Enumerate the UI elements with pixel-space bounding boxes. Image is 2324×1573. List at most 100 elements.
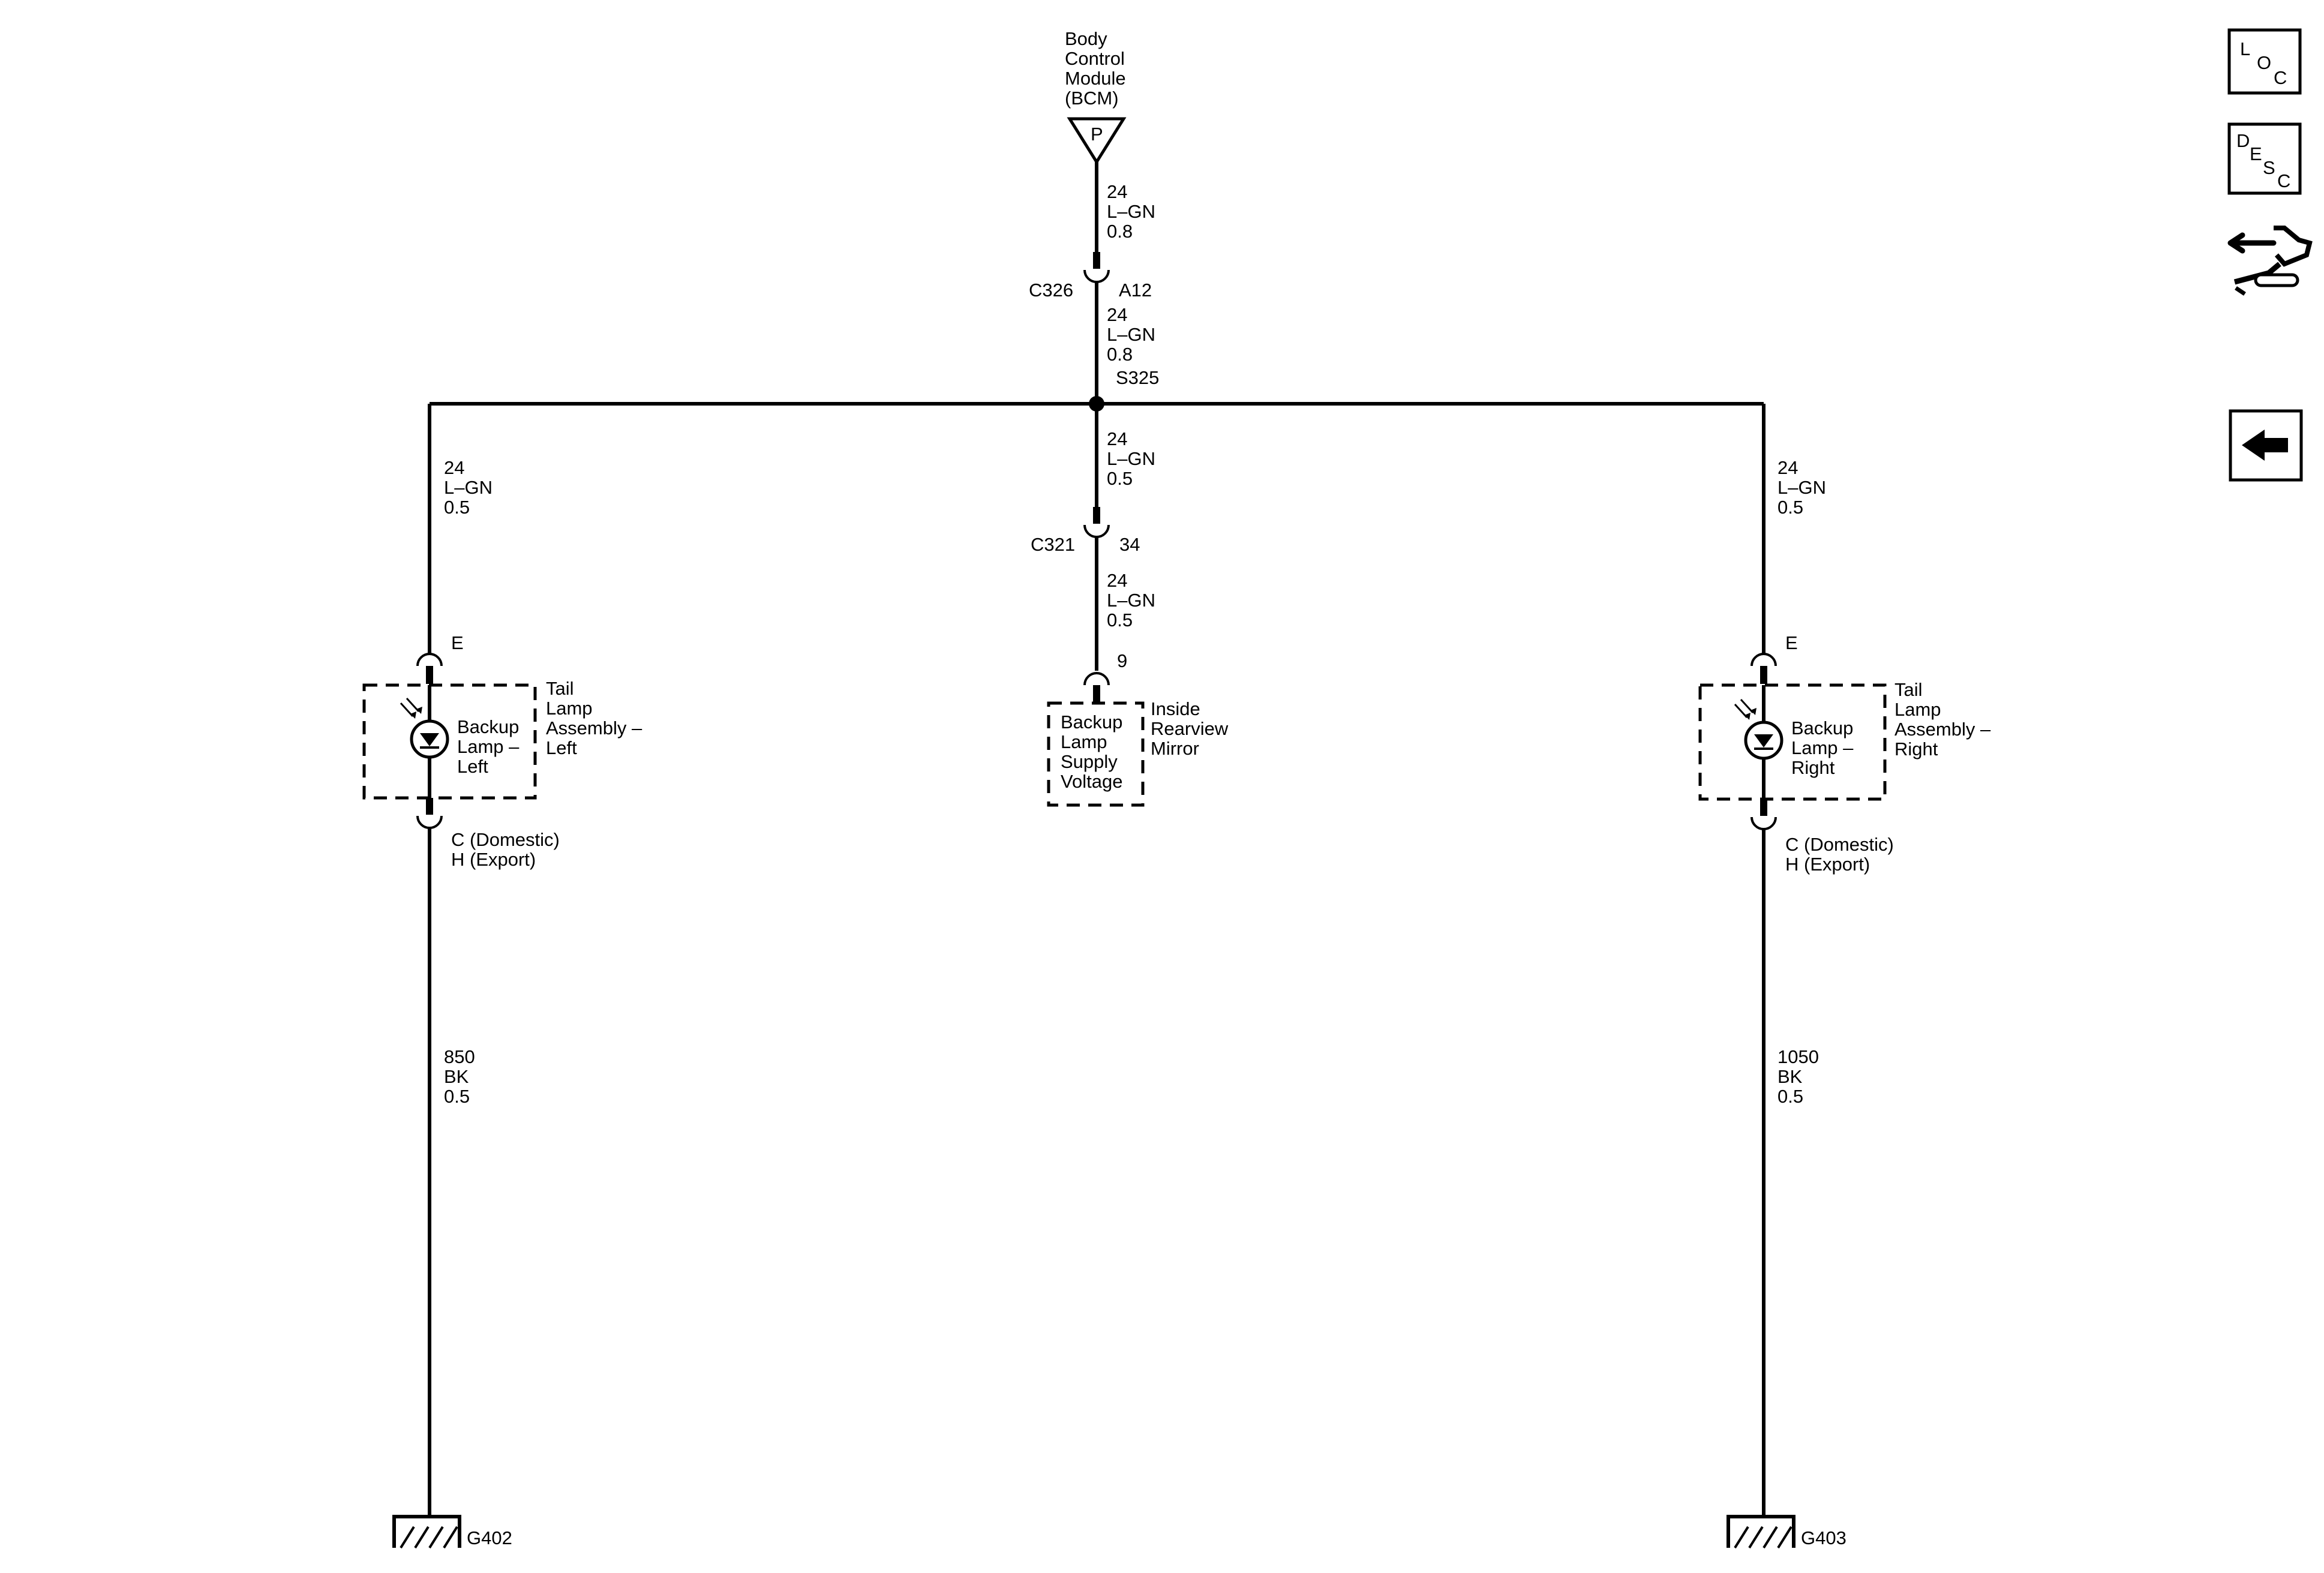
left-lamp-pin-in: E [451,632,464,653]
ground-left-wire-color: BK [444,1066,469,1087]
back-arrow-icon [2242,430,2288,461]
mirror-inner-line4: Voltage [1061,771,1122,792]
left-lamp-inner-line1: Backup [457,716,519,737]
left-lamp-pin-c-cup [416,815,443,829]
location-button[interactable]: L O C [2227,28,2302,95]
tail-lamp-assembly-left: E Backup Lamp – Left Tail Lamp Assembly … [362,632,642,870]
wire-center2-label: 24 L–GN 0.5 [1107,570,1155,631]
wire-left-label: 24 L–GN 0.5 [444,457,493,518]
left-lamp-name-line3: Assembly – [546,718,642,739]
c321-female-cup [1083,524,1110,538]
wire-top-label: 24 L–GN 0.8 [1107,181,1155,242]
right-lamp-name-line4: Right [1894,739,1938,760]
mirror-inner-line1: Backup [1061,712,1122,733]
ground-right-wire-circuit: 1050 [1777,1046,1819,1067]
ground-right-wire-gauge: 0.5 [1777,1086,1803,1107]
wire-top-circuit: 24 [1107,181,1127,202]
ground-left-wire-label: 850 BK 0.5 [444,1046,475,1107]
c326-name: C326 [1029,280,1073,301]
right-lamp-inner-line3: Right [1791,757,1835,778]
mirror-dashed-box [1047,701,1145,807]
mirror-pin-number: 9 [1117,650,1127,671]
mirror-pin [1093,685,1100,703]
description-button[interactable]: D E S C [2227,122,2302,195]
wire-right-circuit: 24 [1777,457,1798,478]
mirror-inner-line3: Supply [1061,751,1118,772]
wire-mid-label: 24 L–GN 0.8 [1107,304,1155,365]
left-lamp-inner-line2: Lamp – [457,736,520,757]
c326-pin: A12 [1119,280,1152,301]
left-lamp-name-line4: Left [546,737,577,758]
wire-center2-circuit: 24 [1107,570,1127,591]
left-led-light-rays-icon [400,697,422,719]
description-button-frame [2227,122,2302,195]
bcm-pin: P [1091,124,1103,145]
right-lamp-name-line2: Lamp [1894,699,1941,720]
left-lamp-name-line1: Tail [546,678,574,699]
right-lamp-name-line1: Tail [1894,679,1923,700]
bcm-pin-triangle [1067,117,1127,165]
description-letter-d: D [2236,130,2250,151]
mirror-name-line1: Inside [1151,698,1200,719]
mirror-name-line3: Mirror [1151,738,1199,759]
c321-pin: 34 [1119,534,1140,555]
bcm-label-line4: (BCM) [1065,88,1119,109]
location-letter-o: O [2257,52,2271,73]
left-lamp-pin-e-cup [416,653,443,667]
right-lamp-pin-out1: C (Domestic) [1785,834,1894,855]
left-lamp-pin-c-male [426,798,433,815]
right-lamp-inner-line2: Lamp – [1791,737,1854,758]
tail-lamp-assembly-right: E Backup Lamp – Right Tail Lamp Assembly… [1698,632,1991,875]
mirror-name-line2: Rearview [1151,718,1229,739]
wire-mid-color: L–GN [1107,324,1155,345]
bcm-label-line1: Body [1065,28,1107,49]
wire-center1-circuit: 24 [1107,428,1127,449]
right-lamp-pin-out2: H (Export) [1785,854,1870,875]
ground-left-wire-gauge: 0.5 [444,1086,470,1107]
wire-mid-circuit: 24 [1107,304,1127,325]
ground-left-wire-circuit: 850 [444,1046,475,1067]
wire-center2-color: L–GN [1107,590,1155,611]
ground-right-name: G403 [1801,1527,1846,1548]
bcm-module: Body Control Module (BCM) P [1065,28,1127,165]
wire-top-color: L–GN [1107,201,1155,222]
location-button-frame [2227,28,2302,95]
right-lamp-name-line3: Assembly – [1894,719,1991,740]
left-lamp-pin-out2: H (Export) [451,849,536,870]
right-lamp-pin-c-cup [1750,816,1777,830]
bcm-label-line3: Module [1065,68,1126,89]
wire-right-color: L–GN [1777,477,1826,498]
inside-rearview-mirror: 9 Backup Lamp Supply Voltage Inside Rear… [1047,650,1229,807]
left-lamp-dashed-box [362,683,537,800]
wire-right-gauge: 0.5 [1777,497,1803,518]
right-lamp-pin-c-male [1760,799,1767,816]
right-lamp-pin-e-cup [1750,653,1777,667]
wire-left-gauge: 0.5 [444,497,470,518]
right-lamp-pin-in: E [1785,632,1798,653]
description-letter-c: C [2277,170,2290,191]
description-letter-s: S [2263,157,2275,178]
splice-name: S325 [1116,367,1159,388]
connector-end-view-button[interactable] [2227,226,2313,296]
right-lamp-pin-e [1760,666,1767,684]
left-led-diode-icon [420,733,439,746]
ground-left-name: G402 [467,1527,512,1548]
c326-male-pin [1093,252,1100,269]
wire-center1-gauge: 0.5 [1107,468,1133,489]
c321-name: C321 [1031,534,1075,555]
right-led-light-rays-icon [1734,698,1756,720]
right-lamp-inner-line1: Backup [1791,718,1853,739]
c326-female-cup [1083,269,1110,283]
wire-left-circuit: 24 [444,457,464,478]
connector-end-view-icon [2227,226,2313,296]
wire-top-gauge: 0.8 [1107,221,1133,242]
wire-left-color: L–GN [444,477,493,498]
ground-right-wire-label: 1050 BK 0.5 [1777,1046,1819,1107]
back-button[interactable] [2229,409,2303,482]
connector-c321: C321 34 [1031,507,1140,555]
mirror-pin-cup [1083,672,1110,686]
mirror-inner-line2: Lamp [1061,731,1107,752]
left-lamp-inner-line3: Left [457,756,488,777]
left-lamp-name-line2: Lamp [546,698,593,719]
